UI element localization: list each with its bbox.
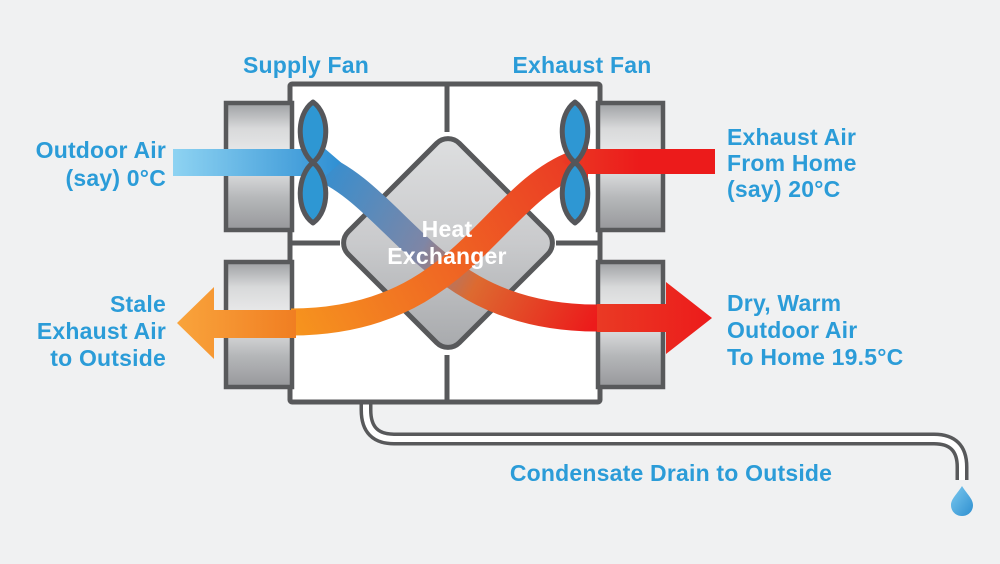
condensate-pipe xyxy=(359,396,969,480)
dry-warm-label: Dry, Warm Outdoor Air To Home 19.5°C xyxy=(727,290,903,370)
condensate-pipe-bore xyxy=(363,396,965,480)
heat-exchanger-label: Heat Exchanger xyxy=(387,216,506,269)
supply-fan-icon xyxy=(297,99,329,226)
exhaust-from-home-line3: (say) 20°C xyxy=(727,176,840,202)
exhaust-from-home-line1: Exhaust Air xyxy=(727,124,856,150)
stale-exhaust-line3: to Outside xyxy=(50,345,166,371)
outdoor-air-line1: Outdoor Air xyxy=(36,137,166,163)
exhaust-from-home-label: Exhaust Air From Home (say) 20°C xyxy=(727,124,857,202)
heat-exchanger-line2: Exchanger xyxy=(387,243,506,269)
outdoor-air-line2: (say) 0°C xyxy=(66,165,166,191)
exhaust-fan-icon xyxy=(559,99,591,226)
stale-air-out-arrow xyxy=(177,287,296,359)
dry-warm-line2: Outdoor Air xyxy=(727,317,857,343)
dry-warm-line3: To Home 19.5°C xyxy=(727,344,903,370)
warm-air-out-arrow xyxy=(597,282,712,354)
supply-airflow-curve xyxy=(307,151,598,332)
unit-internal-partitions xyxy=(292,86,598,400)
dry-warm-line1: Dry, Warm xyxy=(727,290,841,316)
supply-fan-label: Supply Fan xyxy=(243,52,369,78)
exhaust-air-in-arrow xyxy=(562,141,715,182)
heat-exchanger-line1: Heat xyxy=(422,216,473,242)
outdoor-air-in-arrow xyxy=(173,141,341,184)
outdoor-air-label: Outdoor Air (say) 0°C xyxy=(36,137,166,191)
condensate-drain-label: Condensate Drain to Outside xyxy=(510,460,832,486)
stale-exhaust-label: Stale Exhaust Air to Outside xyxy=(37,291,166,371)
exhaust-from-home-line2: From Home xyxy=(727,150,857,176)
exhaust-airflow-curve xyxy=(290,151,581,336)
exhaust-fan-label: Exhaust Fan xyxy=(513,52,652,78)
stale-exhaust-line1: Stale xyxy=(110,291,166,317)
stale-exhaust-line2: Exhaust Air xyxy=(37,318,166,344)
water-droplet-icon xyxy=(951,486,973,516)
